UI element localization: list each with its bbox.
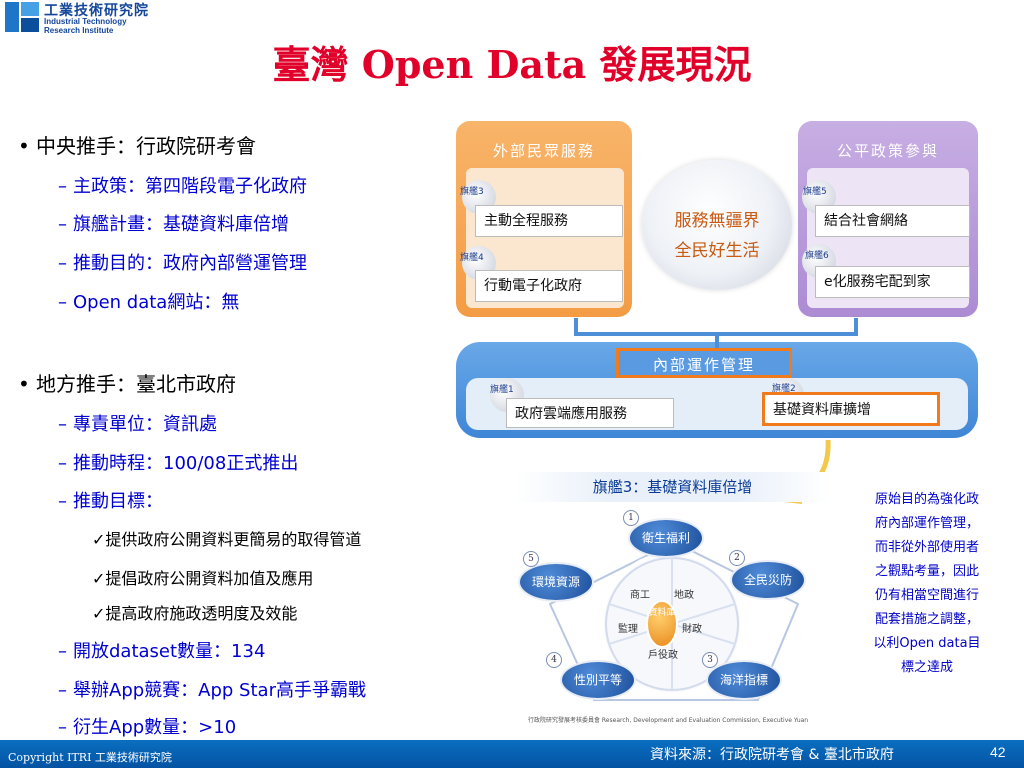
note-line: 配套措施之調整， [874,612,979,627]
node-number: 2 [729,550,745,566]
page-number: 42 [990,744,1006,760]
sub-bullet: –開放dataset數量：134 [58,641,266,662]
check-icon: ✓ [92,604,106,623]
sub-bullet-text: 推動時程：100/08正式推出 [73,453,299,474]
inner-label: 監理 [618,624,638,635]
wheel-node-health: 衛生福利 [628,518,704,558]
flag-label: 旗艦1 [490,385,514,395]
sub-bullet-text: 主政策：第四階段電子化政府 [73,176,307,197]
flag-label: 旗艦3 [460,187,484,197]
sub-bullet: –推動目標： [58,491,163,512]
footer-copyright: Copyright ITRI 工業技術研究院 [8,751,172,764]
goal-item: ✓提高政府施政透明度及效能 [92,600,297,624]
inner-label: 戶役政 [648,650,678,661]
policy-item-b: e化服務宅配到家 [815,266,970,298]
wheel-credit: 行政院研究發展考核委員會 Research, Development and E… [528,717,809,724]
sub-bullet: –衍生App數量：>10 [58,717,237,738]
internal-item-b: 基礎資料庫擴增 [762,392,940,426]
internal-title-highlight [616,348,792,378]
sub-bullet-text: 衍生App數量：>10 [73,717,237,738]
center-line-1: 服務無疆界 [674,211,760,231]
slide-title: 臺灣 Open Data 發展現況 [272,42,752,87]
note-line: 標之達成 [900,660,953,675]
sub-bullet: –推動目的：政府內部營運管理 [58,253,307,274]
inner-label: 財政 [682,624,702,635]
footer-source: 資料來源：行政院研考會 & 臺北市政府 [650,747,894,763]
sub-bullet-text: 開放dataset數量：134 [73,641,266,662]
wheel-node-ocean: 海洋指標 [706,660,782,700]
policy-title: 公平政策參與 [836,142,939,160]
inner-label: 商工 [630,590,650,601]
center-globe [642,160,792,290]
goal-text: 提供政府公開資料更簡易的取得管道 [105,530,362,549]
logo-name-cn: 工業技術研究院 [44,3,149,19]
sub-bullet-text: 推動目標： [73,491,163,512]
wheel-hub [646,600,678,648]
sub-bullet: –專責單位：資訊處 [58,414,217,435]
goal-text: 提高政府施政透明度及效能 [105,604,298,623]
external-service-title: 外部民眾服務 [492,142,595,160]
bullet-local: •地方推手：臺北市政府 [18,372,236,396]
internal-title: 內部運作管理 [652,356,755,374]
logo-name-en-1: Industrial Technology [44,17,127,26]
node-number: 3 [702,652,718,668]
goal-text: 提倡政府公開資料加值及應用 [105,569,314,588]
check-icon: ✓ [92,569,106,588]
sub-bullet: –舉辦App競賽：App Star高手爭霸戰 [58,680,366,701]
wheel-title-bar [515,472,830,502]
wheel-title: 旗艦3：基礎資料庫倍增 [592,478,753,496]
flag-label: 旗艦5 [803,187,827,197]
check-icon: ✓ [92,530,106,549]
sub-bullet: –主政策：第四階段電子化政府 [58,176,307,197]
footer-bar [0,740,1024,768]
note-line: 之觀點考量，因此 [874,564,979,579]
note-text: 原始目的為強化政 府內部運作管理， 而非從外部使用者 之觀點考量，因此 仍有相當… [838,488,1016,680]
sub-bullet-text: 推動目的：政府內部營運管理 [73,253,307,274]
internal-item-a: 政府雲端應用服務 [506,398,674,428]
note-line: 以利Open data目 [873,636,981,651]
sub-bullet-text: Open data網站：無 [73,292,240,313]
note-line: 原始目的為強化政 [874,492,979,507]
note-line: 府內部運作管理， [874,516,979,531]
node-number: 4 [546,652,562,668]
sub-bullet-text: 舉辦App競賽：App Star高手爭霸戰 [73,680,366,701]
sub-bullet: –Open data網站：無 [58,292,240,313]
bullet-local-heading: 地方推手：臺北市政府 [36,372,236,396]
sub-bullet: –旗艦計畫：基礎資料庫倍增 [58,214,289,235]
wheel-hub-label: 資料庫 [648,608,676,618]
goal-item: ✓提倡政府公開資料加值及應用 [92,565,313,589]
external-item-b: 行動電子化政府 [475,270,623,302]
wheel-node-gender: 性別平等 [560,660,636,700]
wheel-node-environment: 環境資源 [518,562,594,602]
policy-item-a: 結合社會網絡 [815,205,970,237]
logo-name-en-2: Research Institute [44,26,114,35]
node-number: 1 [623,510,639,526]
sub-bullet-text: 專責單位：資訊處 [73,414,217,435]
goal-item: ✓提供政府公開資料更簡易的取得管道 [92,526,361,550]
node-number: 5 [523,551,539,567]
note-line: 仍有相當空間進行 [874,588,979,603]
bullet-central-heading: 中央推手：行政院研考會 [36,134,256,158]
wheel-node-disaster: 全民災防 [730,560,806,600]
inner-label: 地政 [674,590,694,601]
center-line-2: 全民好生活 [674,241,760,261]
flag-label: 旗艦4 [460,253,484,263]
flag-label: 旗艦6 [805,251,829,261]
flag-label: 旗艦2 [772,384,796,394]
sub-bullet-text: 旗艦計畫：基礎資料庫倍增 [73,214,289,235]
external-item-a: 主動全程服務 [475,205,623,237]
itri-logo-icon [5,2,39,32]
panel-connector [574,318,858,348]
sub-bullet: –推動時程：100/08正式推出 [58,453,299,474]
bullet-central: •中央推手：行政院研考會 [18,134,256,158]
note-line: 而非從外部使用者 [874,540,979,555]
